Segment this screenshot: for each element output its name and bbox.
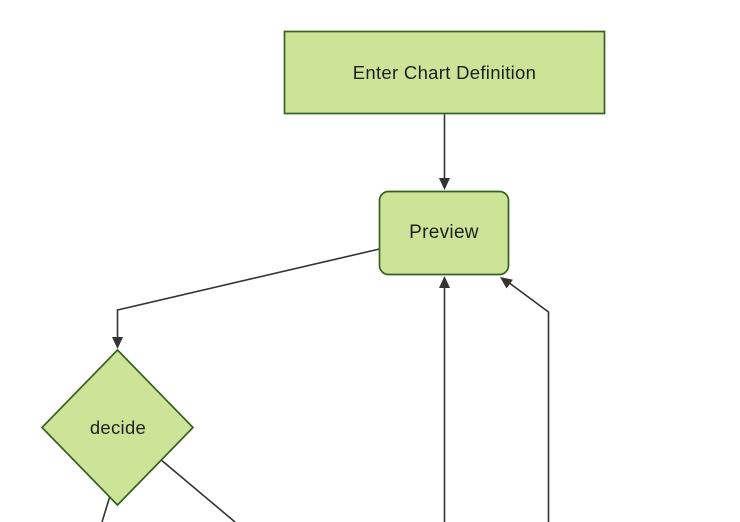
arrowhead-into-decide-top <box>112 337 123 349</box>
edge-offscreen-to-preview-bent <box>507 281 550 522</box>
arrowhead-into-preview-corner <box>500 277 513 289</box>
preview-node <box>378 190 510 276</box>
arrowhead-into-preview-top <box>439 178 450 190</box>
enter-chart-definition-node <box>283 30 606 115</box>
edge-decide-to-offscreen-left <box>101 495 111 522</box>
decide-node <box>40 348 195 507</box>
edge-preview-to-decide <box>116 248 380 338</box>
arrowhead-into-preview-bottom <box>439 276 450 288</box>
edge-decide-to-offscreen-right <box>159 458 236 522</box>
